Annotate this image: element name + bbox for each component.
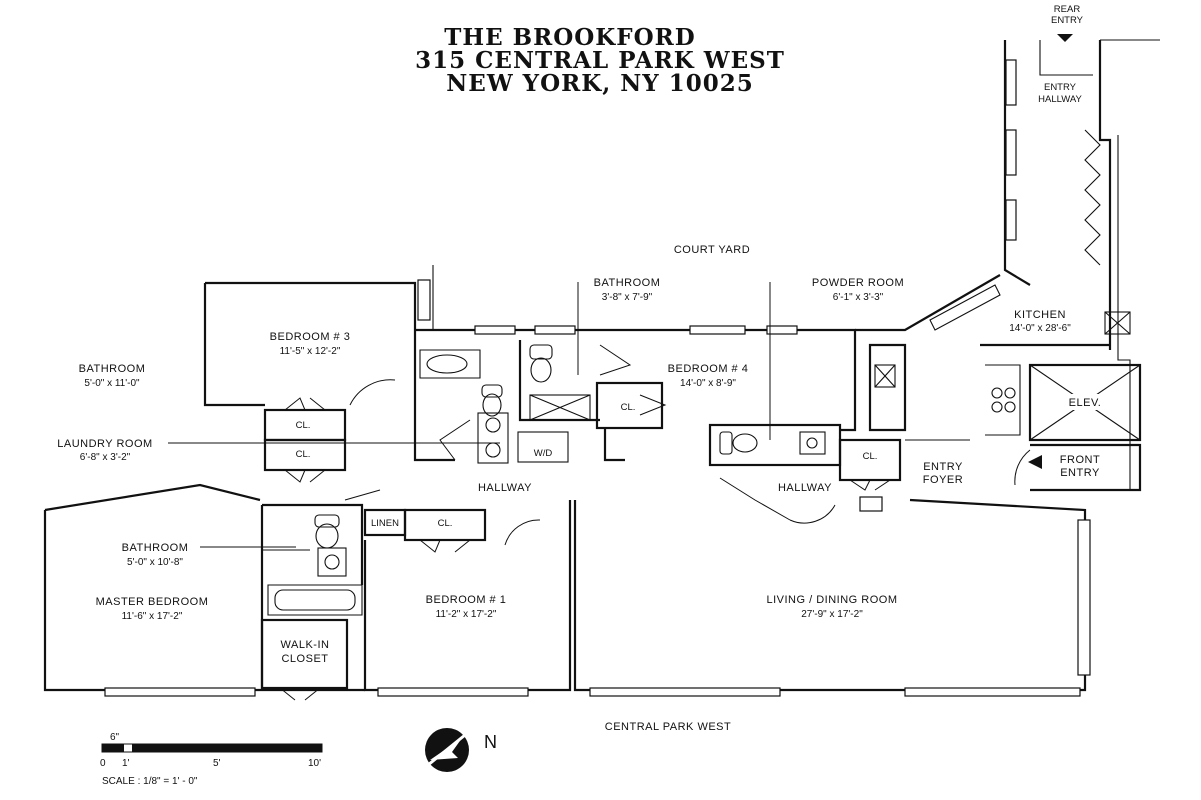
bathroom-left-dims: 5'-0" x 11'-0" — [84, 378, 140, 389]
master-bathroom-walls — [260, 503, 364, 690]
bedroom-1-dims: 11'-2" x 17'-2" — [436, 609, 497, 620]
closet-kitchen-area — [838, 438, 902, 491]
rear-entry-label: REAR — [1054, 4, 1081, 15]
closets-bedroom-3 — [263, 397, 347, 483]
bathroom-master-dims: 5'-0" x 10'-8" — [127, 557, 183, 568]
entry-foyer-label: ENTRY — [923, 461, 963, 473]
walk-in-closet-walls — [260, 618, 349, 701]
closet-label-2: CL. — [296, 449, 311, 460]
elevator-shaft — [1028, 363, 1142, 442]
front-entry-label: FRONT — [1060, 454, 1100, 466]
laundry-room-name: LAUNDRY ROOM — [57, 438, 152, 450]
scale-tick-0: 0 — [100, 758, 106, 769]
court-yard-label: COURT YARD — [674, 244, 750, 256]
entry-hallway-label: ENTRY — [1044, 82, 1077, 93]
bedroom-3-name: BEDROOM # 3 — [270, 331, 351, 343]
powder-room-walls — [708, 423, 842, 467]
rear-entry-label-2: ENTRY — [1051, 15, 1084, 26]
linen-label: LINEN — [371, 518, 399, 529]
bathroom-mid-dims: 3'-8" x 7'-9" — [602, 292, 653, 303]
kitchen-name: KITCHEN — [1014, 309, 1066, 321]
living-dining-dims: 27'-9" x 17'-2" — [801, 609, 863, 620]
bedroom-3-walls — [203, 265, 434, 407]
north-arrow-icon — [425, 728, 469, 772]
kitchen-walls — [855, 274, 1131, 436]
living-dining-walls — [573, 477, 1091, 697]
closet-label-1: CL. — [296, 420, 311, 431]
bedroom-3-dims: 11'-5" x 12'-2" — [280, 346, 341, 357]
walk-in-closet-label: WALK-IN — [281, 639, 330, 651]
bathroom-mid-name: BATHROOM — [594, 277, 661, 289]
closet-label-3: CL. — [621, 402, 636, 413]
washer-dryer-label: W/D — [534, 448, 553, 459]
bedroom-4-name: BEDROOM # 4 — [668, 363, 749, 375]
scale-tick-5: 5' — [213, 758, 221, 769]
building-name: THE BROOKFORD — [444, 24, 695, 51]
living-dining-name: LIVING / DINING ROOM — [766, 594, 897, 606]
linen-closet-walls — [344, 489, 487, 553]
master-bedroom-dims: 11'-6" x 17'-2" — [122, 611, 183, 622]
walk-in-closet-label-2: CLOSET — [281, 653, 328, 665]
building-address: 315 CENTRAL PARK WEST — [415, 47, 785, 74]
laundry-room-dims: 6'-8" x 3'-2" — [80, 452, 131, 463]
bedroom-1-walls — [363, 500, 572, 697]
closet-label-4: CL. — [863, 451, 878, 462]
front-entry-area — [1014, 443, 1142, 492]
bathroom-left-name: BATHROOM — [79, 363, 146, 375]
hallway-label-1: HALLWAY — [478, 482, 532, 494]
entry-foyer-label-2: FOYER — [923, 474, 963, 486]
scale-text: SCALE : 1/8" = 1' - 0" — [102, 776, 198, 787]
bedroom-4-dims: 14'-0" x 8'-9" — [680, 378, 736, 389]
bathroom-master-name: BATHROOM — [122, 542, 189, 554]
powder-room-name: POWDER ROOM — [812, 277, 904, 289]
kitchen-dims: 14'-0" x 28'-6" — [1009, 323, 1071, 334]
scale-top-label: 6" — [110, 732, 120, 743]
scale-bar: 6" 0 1' 5' 10' SCALE : 1/8" = 1' - 0" — [100, 732, 323, 787]
bedroom-1-name: BEDROOM # 1 — [426, 594, 507, 606]
front-entry-label-2: ENTRY — [1060, 467, 1100, 479]
bedroom-4-walls — [595, 325, 857, 462]
scale-tick-1: 1' — [122, 758, 130, 769]
scale-tick-10: 10' — [308, 758, 321, 769]
north-label: N — [484, 732, 498, 752]
master-bedroom-walls — [43, 483, 365, 697]
hallway-label-2: HALLWAY — [778, 482, 832, 494]
entry-hallway-walls — [1003, 34, 1160, 490]
central-bathroom-walls — [413, 325, 660, 464]
powder-room-dims: 6'-1" x 3'-3" — [833, 292, 884, 303]
elevator-label: ELEV. — [1069, 397, 1102, 409]
central-park-west-label: CENTRAL PARK WEST — [605, 721, 731, 733]
master-bedroom-name: MASTER BEDROOM — [96, 596, 209, 608]
closet-label-5: CL. — [438, 518, 453, 529]
entry-hallway-label-2: HALLWAY — [1038, 94, 1082, 105]
building-city: NEW YORK, NY 10025 — [446, 70, 753, 97]
